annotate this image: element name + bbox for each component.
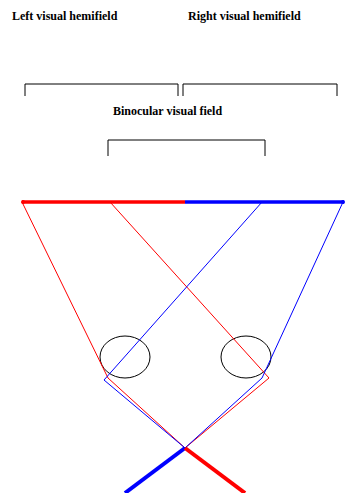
right-field-bar xyxy=(185,200,344,204)
right-bracket xyxy=(183,84,337,96)
binocular-label: Binocular visual field xyxy=(113,104,233,119)
ray xyxy=(110,202,269,448)
brackets xyxy=(25,84,337,156)
binocular-bracket xyxy=(108,140,265,156)
hemifield-label: Left visual hemifield xyxy=(12,9,172,24)
ray xyxy=(104,202,262,448)
optic-tract xyxy=(125,448,185,493)
optic-tract xyxy=(185,448,245,493)
left-bracket xyxy=(25,84,178,96)
left-field-bar xyxy=(22,200,185,204)
light-rays xyxy=(22,202,343,448)
hemifield-label: Right visual hemifield xyxy=(188,9,343,24)
ray xyxy=(185,202,343,448)
ray xyxy=(22,202,185,448)
